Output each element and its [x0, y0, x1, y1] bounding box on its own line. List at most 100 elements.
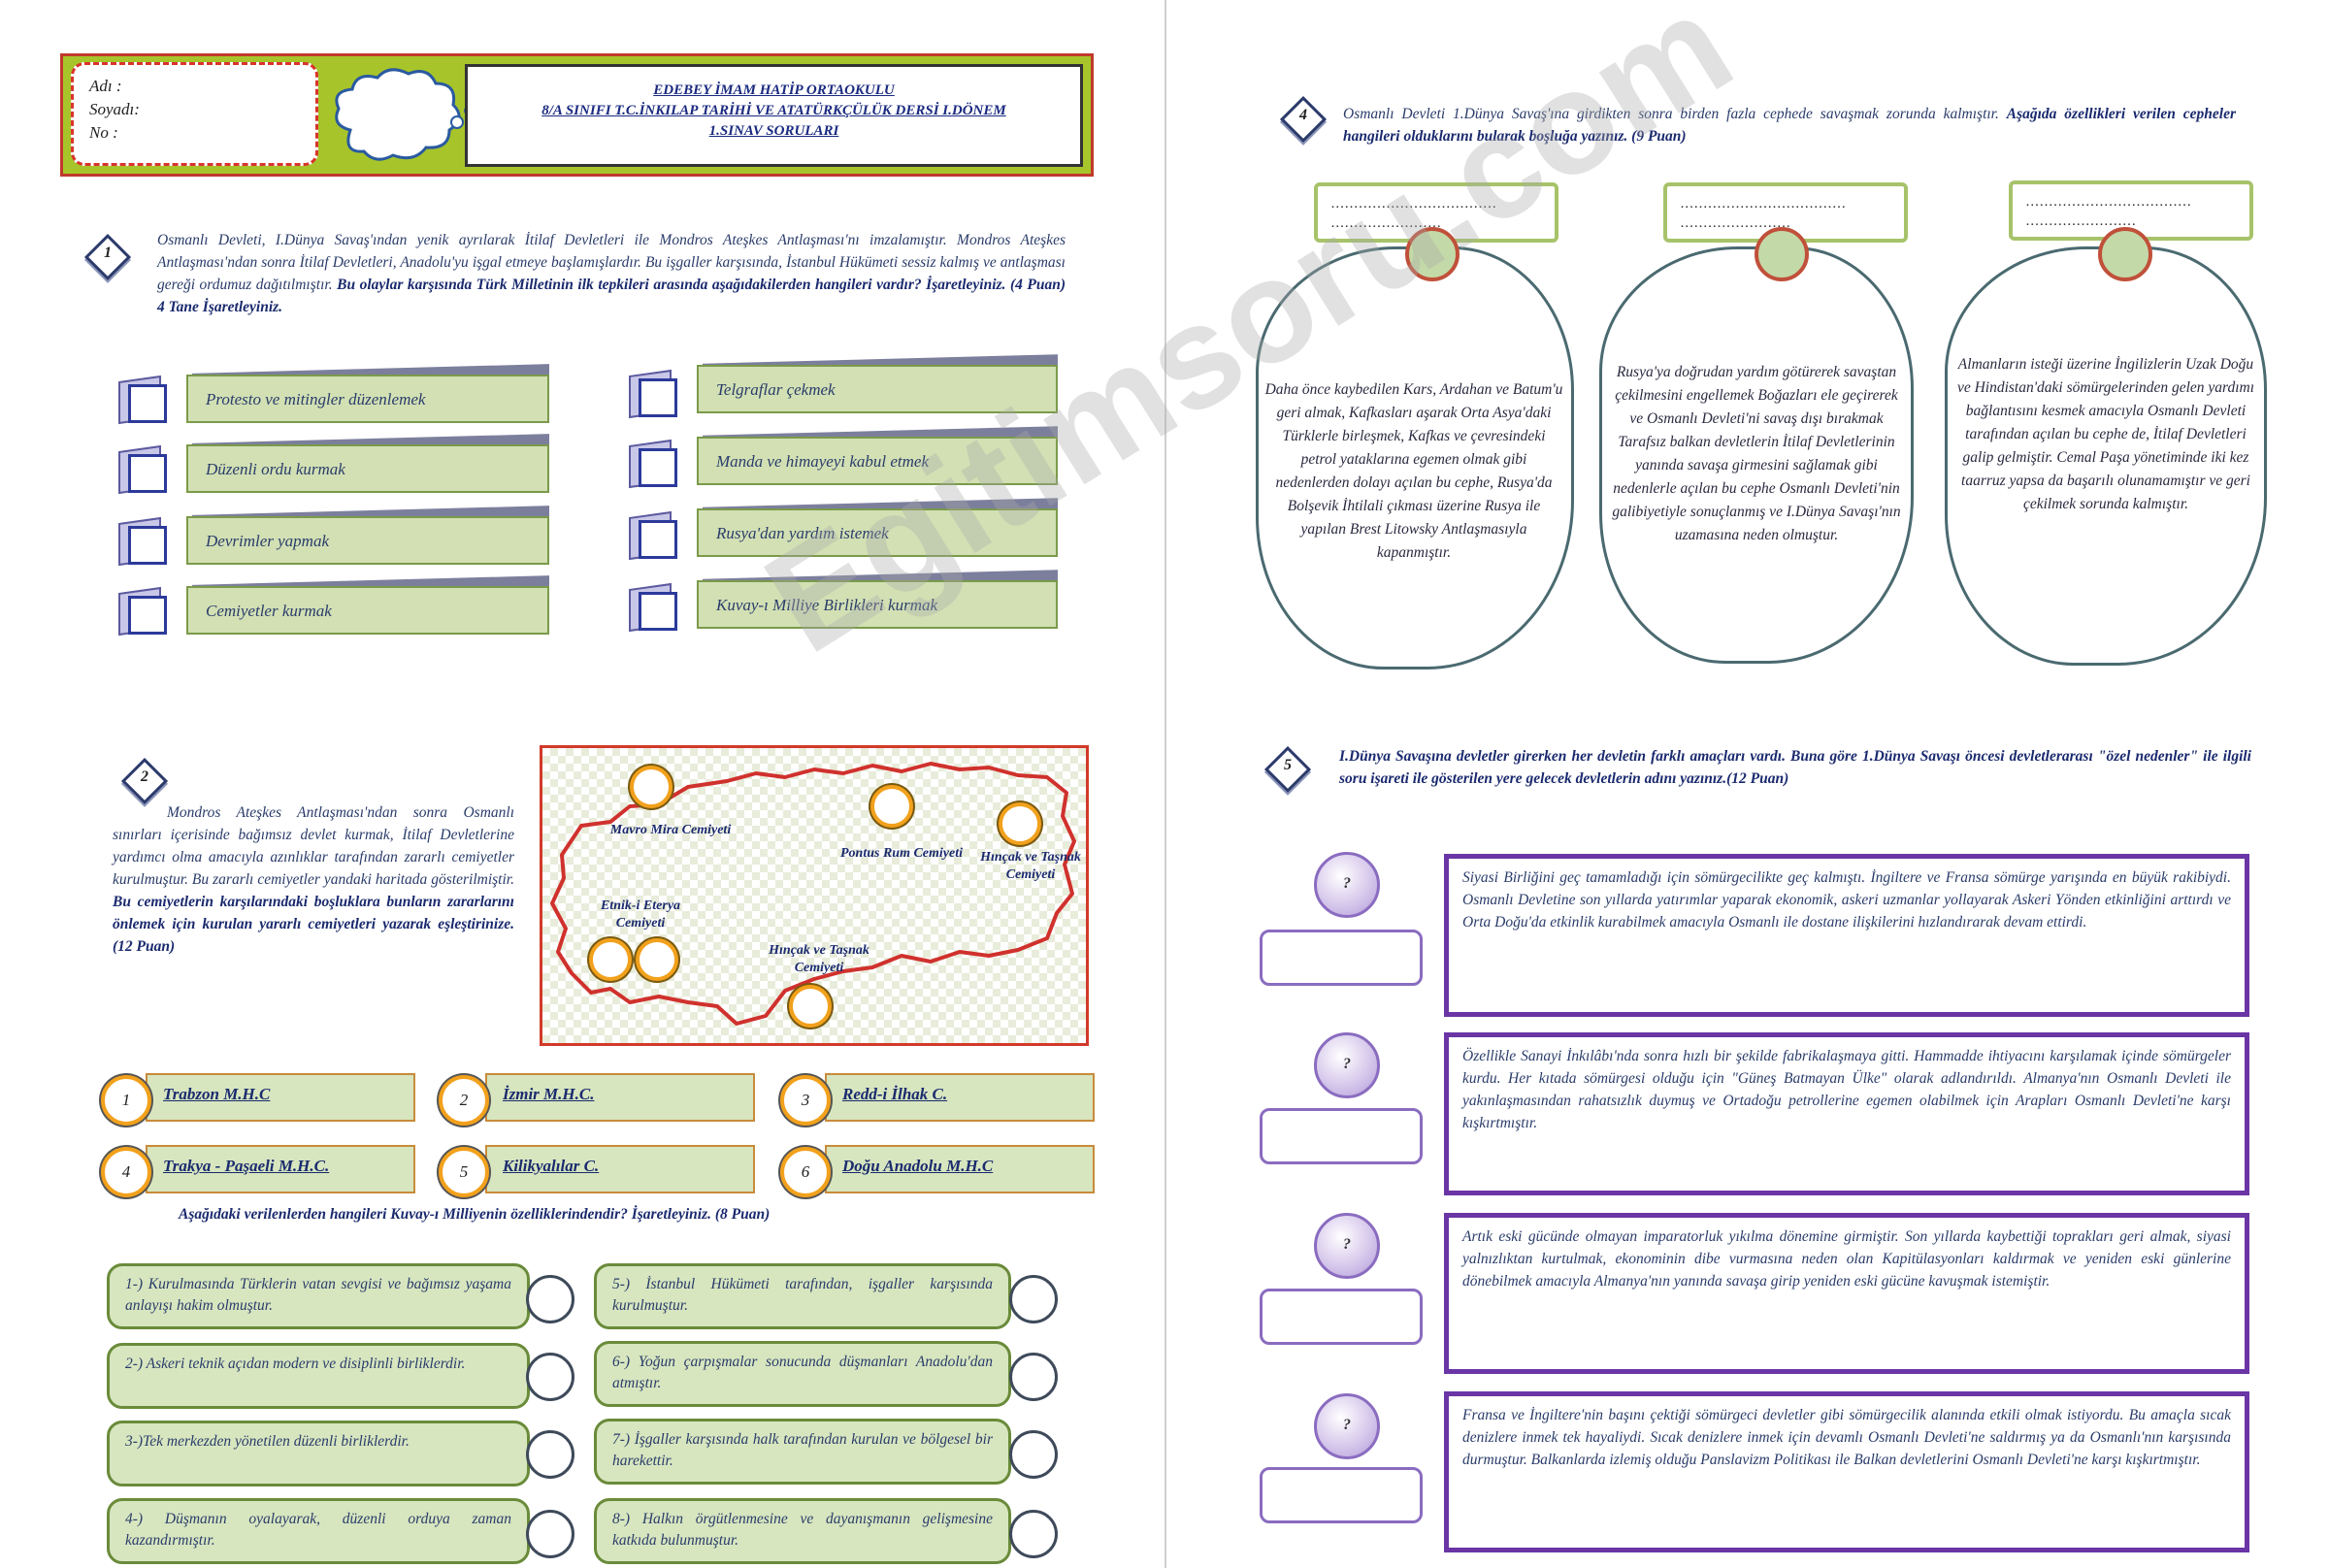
- question-number-5: 5: [1263, 745, 1312, 794]
- number-line: No :: [89, 123, 118, 142]
- checkbox-1[interactable]: [118, 375, 169, 427]
- map-label: Etnik-i Eterya Cemiyeti: [600, 898, 681, 931]
- front-description-3: Almanların isteği üzerine İngilizlerin U…: [1956, 356, 2255, 512]
- q3-option-3: 3-)Tek merkezden yönetilen düzenli birli…: [107, 1421, 530, 1486]
- country-answer-4[interactable]: [1260, 1467, 1423, 1523]
- front-description-2: Rusya'ya doğrudan yardım götürerek savaş…: [1612, 364, 1901, 543]
- society-option-6: Doğu Anadolu M.H.C: [825, 1145, 1095, 1193]
- name-line: Adı :: [89, 77, 122, 95]
- q3-answer-circle-7[interactable]: [1009, 1430, 1058, 1479]
- society-number-6: 6: [780, 1147, 831, 1197]
- q3-answer-circle-2[interactable]: [526, 1353, 574, 1401]
- question-1-text: Osmanlı Devleti, I.Dünya Savaş'ından yen…: [157, 232, 1066, 315]
- q3-option-8: 8-) Halkın örgütlenmesine ve dayanışmanı…: [594, 1498, 1011, 1564]
- checkbox-5[interactable]: [629, 369, 679, 421]
- option-protest: Protesto ve mitingler düzenlemek: [186, 364, 549, 423]
- question-number-4: 4: [1279, 95, 1328, 144]
- q3-answer-circle-8[interactable]: [1009, 1510, 1058, 1558]
- country-answer-3[interactable]: [1260, 1289, 1423, 1345]
- student-info-box: Adı : Soyadı: No :: [71, 62, 318, 166]
- question-mark-icon: ?: [1314, 1032, 1380, 1098]
- q3-option-2: 2-) Askeri teknik açıdan modern ve disip…: [107, 1343, 530, 1409]
- society-option-3: Redd-i İlhak C.: [825, 1073, 1095, 1122]
- checkbox-3[interactable]: [118, 516, 169, 569]
- q3-answer-circle-1[interactable]: [526, 1275, 574, 1323]
- front-card-2: [1599, 246, 1914, 664]
- country-description-4: Fransa ve İngiltere'nin başını çektiği s…: [1444, 1391, 2249, 1552]
- society-number-2: 2: [439, 1075, 489, 1126]
- map-pin: [870, 785, 913, 828]
- question-2-text: Mondros Ateşkes Antlaşması'ndan sonra Os…: [113, 804, 514, 955]
- question-number-1: 1: [83, 233, 132, 281]
- question-4-instruction: Aşağıda özellikleri verilen cepheler han…: [1343, 106, 2237, 145]
- course-name: 8/A SINIFI T.C.İNKILAP TARİHİ VE ATATÜRK…: [541, 103, 1006, 118]
- option-telegraph: Telgraflar çekmek: [697, 354, 1058, 413]
- question-mark-icon: ?: [1314, 1393, 1380, 1459]
- society-option-2: İzmir M.H.C.: [485, 1073, 755, 1122]
- school-name: EDEBEY İMAM HATİP ORTAOKULU: [653, 82, 895, 98]
- map-pin: [636, 938, 678, 981]
- society-number-5: 5: [439, 1147, 489, 1197]
- q3-option-7: 7-) İşgaller karşısında halk tarafından …: [594, 1419, 1011, 1485]
- question-1-instruction: Bu olaylar karşısında Türk Milletinin il…: [157, 277, 1066, 315]
- surname-line: Soyadı:: [89, 100, 140, 118]
- option-kuvayi-milliye: Kuvay-ı Milliye Birlikleri kurmak: [697, 570, 1058, 629]
- option-mandate: Manda ve himayeyi kabul etmek: [697, 426, 1058, 485]
- checkbox-2[interactable]: [118, 444, 169, 497]
- map-label: Hınçak ve Taşnak Cemiyeti: [980, 850, 1081, 882]
- option-russia-help: Rusya'dan yardım istemek: [697, 498, 1058, 557]
- map-pin: [789, 985, 832, 1028]
- map-pin: [630, 766, 672, 808]
- checkbox-8[interactable]: [629, 582, 679, 635]
- question-4-text: Osmanlı Devleti 1.Dünya Savaş'ına girdik…: [1343, 106, 2237, 145]
- q3-answer-circle-3[interactable]: [526, 1430, 574, 1479]
- society-number-4: 4: [101, 1147, 151, 1197]
- exam-title: EDEBEY İMAM HATİP ORTAOKULU 8/A SINIFI T…: [465, 64, 1083, 167]
- pin-icon: [2098, 227, 2152, 281]
- front-description-1: Daha önce kaybedilen Kars, Ardahan ve Ba…: [1264, 381, 1563, 561]
- front-card-1: [1256, 246, 1574, 670]
- society-option-5: Kilikyalılar C.: [485, 1145, 755, 1193]
- checkbox-7[interactable]: [629, 510, 679, 563]
- page-divider: [1164, 0, 1166, 1568]
- question-5-instruction: I.Dünya Savaşına devletler girerken her …: [1339, 748, 2251, 787]
- option-societies: Cemiyetler kurmak: [186, 575, 549, 635]
- q3-option-4: 4-) Düşmanın oyalayarak, düzenli orduya …: [107, 1498, 530, 1564]
- question-number-2: 2: [120, 757, 169, 805]
- front-answer-1[interactable]: .................................... ...…: [1314, 182, 1558, 243]
- turkey-map: Mavro Mira Cemiyeti Pontus Rum Cemiyeti …: [540, 745, 1089, 1046]
- question-3-instruction: Aşağıdaki verilenlerden hangileri Kuvay-…: [179, 1206, 771, 1223]
- q3-option-1: 1-) Kurulmasında Türklerin vatan sevgisi…: [107, 1263, 530, 1329]
- society-number-3: 3: [780, 1075, 831, 1126]
- exam-name: 1.SINAV SORULARI: [708, 123, 839, 139]
- question-mark-icon: ?: [1314, 1213, 1380, 1279]
- question-2-instruction: Bu cemiyetlerin karşılarındaki boşluklar…: [113, 894, 514, 955]
- q3-answer-circle-5[interactable]: [1009, 1275, 1058, 1323]
- society-option-4: Trakya - Paşaeli M.H.C.: [146, 1145, 415, 1193]
- exam-header: Adı : Soyadı: No : EDEBEY İMAM HATİP ORT…: [60, 53, 1094, 177]
- map-label: Hınçak ve Taşnak Cemiyeti: [769, 943, 869, 975]
- checkbox-4[interactable]: [118, 586, 169, 638]
- society-option-1: Trabzon M.H.C: [146, 1073, 415, 1122]
- option-reforms: Devrimler yapmak: [186, 506, 549, 565]
- turkey-outline-icon: [550, 762, 1076, 1026]
- pin-icon: [1755, 227, 1809, 281]
- question-mark-icon: ?: [1314, 852, 1380, 918]
- cloud-icon: [335, 68, 474, 161]
- pin-icon: [1405, 227, 1460, 281]
- country-description-3: Artık eski gücünde olmayan imparatorluk …: [1444, 1213, 2249, 1374]
- checkbox-6[interactable]: [629, 439, 679, 491]
- map-pin: [589, 938, 632, 981]
- option-regular-army: Düzenli ordu kurmak: [186, 434, 549, 493]
- q3-answer-circle-4[interactable]: [526, 1510, 574, 1558]
- country-answer-1[interactable]: [1260, 930, 1423, 986]
- q3-option-6: 6-) Yoğun çarpışmalar sonucunda düşmanla…: [594, 1341, 1011, 1407]
- society-number-1: 1: [101, 1075, 151, 1126]
- map-pin: [999, 802, 1041, 845]
- country-answer-2[interactable]: [1260, 1108, 1423, 1164]
- q3-option-5: 5-) İstanbul Hükümeti tarafından, işgall…: [594, 1263, 1011, 1329]
- q3-answer-circle-6[interactable]: [1009, 1353, 1058, 1401]
- map-label: Mavro Mira Cemiyeti: [609, 823, 732, 837]
- country-description-1: Siyasi Birliğini geç tamamladığı için sö…: [1444, 854, 2249, 1017]
- front-card-3: [1945, 246, 2267, 666]
